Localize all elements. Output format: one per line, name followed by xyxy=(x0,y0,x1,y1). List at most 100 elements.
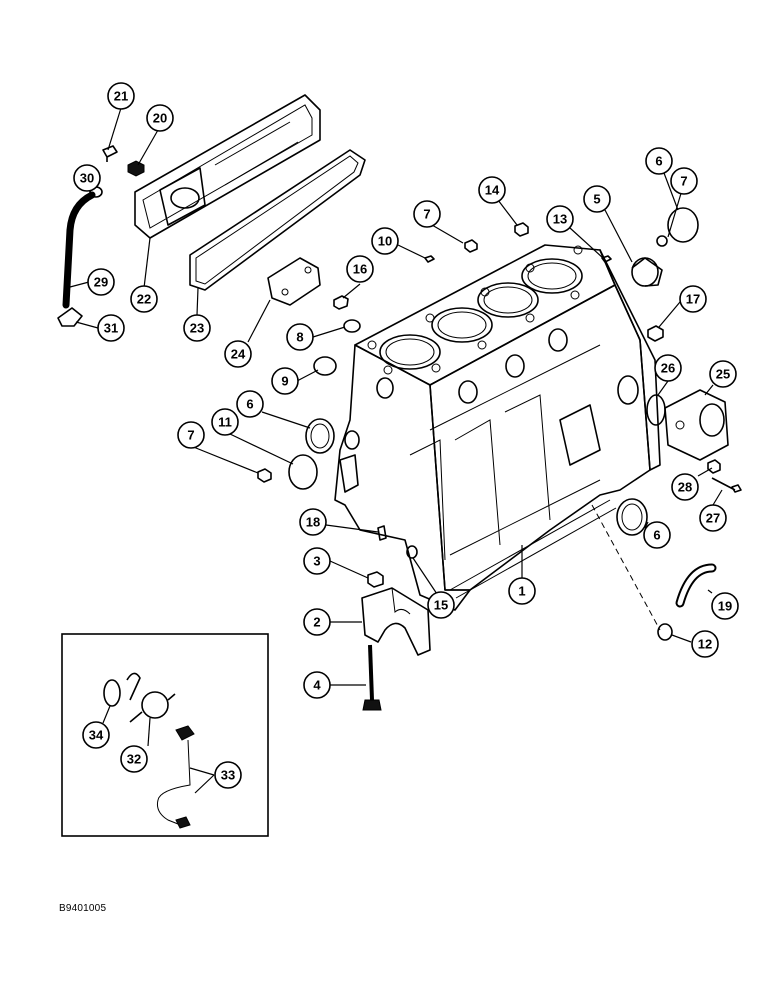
callout-23: 23 xyxy=(183,314,211,342)
svg-text:15: 15 xyxy=(434,598,448,613)
plug-9 xyxy=(313,356,337,376)
callout-10: 10 xyxy=(371,227,399,255)
svg-text:5: 5 xyxy=(593,192,600,207)
callout-22: 22 xyxy=(130,285,158,313)
inset-frame xyxy=(61,633,269,837)
fitting-16 xyxy=(333,295,349,310)
svg-text:18: 18 xyxy=(306,515,320,530)
callout-20: 20 xyxy=(146,104,174,132)
callout-34: 34 xyxy=(82,721,110,749)
plug-7c xyxy=(656,235,668,247)
pin-10 xyxy=(424,255,435,263)
o-ring-34 xyxy=(103,679,121,707)
bolt-21 xyxy=(102,145,118,162)
bolt-27 xyxy=(711,477,742,493)
callout-29: 29 xyxy=(87,268,115,296)
svg-text:26: 26 xyxy=(661,361,675,376)
svg-text:13: 13 xyxy=(553,212,567,227)
svg-text:3: 3 xyxy=(313,554,320,569)
svg-text:12: 12 xyxy=(698,637,712,652)
breather-hose xyxy=(62,191,96,309)
seal-6-right xyxy=(616,498,648,536)
callout-11: 11 xyxy=(211,408,239,436)
svg-text:7: 7 xyxy=(187,428,194,443)
callout-32: 32 xyxy=(120,745,148,773)
callout-7-center: 7 xyxy=(413,200,441,228)
pin-13 xyxy=(601,255,612,263)
callout-7-left: 7 xyxy=(177,421,205,449)
svg-text:17: 17 xyxy=(686,292,700,307)
callout-2: 2 xyxy=(303,608,331,636)
plug-6-top xyxy=(667,207,699,243)
svg-text:2: 2 xyxy=(313,615,320,630)
nut-28 xyxy=(707,459,721,474)
callout-8: 8 xyxy=(286,323,314,351)
callout-15: 15 xyxy=(427,591,455,619)
callout-33: 33 xyxy=(214,761,242,789)
callout-17: 17 xyxy=(679,285,707,313)
callout-6-right: 6 xyxy=(643,521,671,549)
engine-block xyxy=(334,244,661,611)
svg-text:16: 16 xyxy=(353,262,367,277)
svg-text:33: 33 xyxy=(221,768,235,783)
svg-text:19: 19 xyxy=(718,599,732,614)
svg-text:8: 8 xyxy=(296,330,303,345)
callout-18: 18 xyxy=(299,508,327,536)
svg-text:10: 10 xyxy=(378,234,392,249)
callout-5: 5 xyxy=(583,185,611,213)
callout-28: 28 xyxy=(671,473,699,501)
svg-text:7: 7 xyxy=(423,207,430,222)
callout-7-right: 7 xyxy=(670,167,698,195)
seal-12 xyxy=(657,623,673,641)
callout-1: 1 xyxy=(508,577,536,605)
callout-14: 14 xyxy=(478,176,506,204)
pin-18 xyxy=(377,525,387,541)
callout-19: 19 xyxy=(711,592,739,620)
svg-text:11: 11 xyxy=(218,415,232,430)
cover-plate xyxy=(267,257,321,306)
figure-code: B9401005 xyxy=(59,903,107,914)
svg-text:14: 14 xyxy=(485,183,500,198)
dowel-3 xyxy=(367,571,384,588)
svg-text:1: 1 xyxy=(518,584,525,599)
nut-17 xyxy=(647,325,664,342)
main-bearing-bolt xyxy=(362,644,382,711)
svg-text:23: 23 xyxy=(190,321,204,336)
heater-cord xyxy=(157,739,191,825)
callout-4: 4 xyxy=(303,671,331,699)
svg-text:6: 6 xyxy=(655,154,662,169)
svg-text:7: 7 xyxy=(680,174,687,189)
svg-text:25: 25 xyxy=(716,367,730,382)
main-bearing-cap xyxy=(361,587,431,656)
callout-12: 12 xyxy=(691,630,719,658)
plug-7a xyxy=(464,239,478,253)
callout-3: 3 xyxy=(303,547,331,575)
svg-text:29: 29 xyxy=(94,275,108,290)
callout-30: 30 xyxy=(73,164,101,192)
callout-16: 16 xyxy=(346,255,374,283)
valve-cover xyxy=(134,94,321,239)
svg-text:34: 34 xyxy=(89,728,104,743)
block-heater-inset xyxy=(103,672,195,829)
svg-text:30: 30 xyxy=(80,171,94,186)
plug-11 xyxy=(288,454,318,490)
block-heater xyxy=(141,691,169,719)
callout-24: 24 xyxy=(224,340,252,368)
callout-6-top: 6 xyxy=(645,147,673,175)
svg-text:6: 6 xyxy=(246,397,253,412)
valve-cover-gasket xyxy=(189,149,366,291)
svg-text:32: 32 xyxy=(127,752,141,767)
breather-fitting xyxy=(57,307,83,327)
callout-27: 27 xyxy=(699,504,727,532)
thermostat-housing-25 xyxy=(664,389,729,461)
svg-text:28: 28 xyxy=(678,480,692,495)
callout-25: 25 xyxy=(709,360,737,388)
plug-7b xyxy=(257,468,272,483)
assembly-dashed-line xyxy=(591,504,661,631)
callout-9: 9 xyxy=(271,367,299,395)
svg-text:6: 6 xyxy=(653,528,660,543)
svg-text:27: 27 xyxy=(706,511,720,526)
callout-6-left: 6 xyxy=(236,390,264,418)
callout-31: 31 xyxy=(97,314,125,342)
